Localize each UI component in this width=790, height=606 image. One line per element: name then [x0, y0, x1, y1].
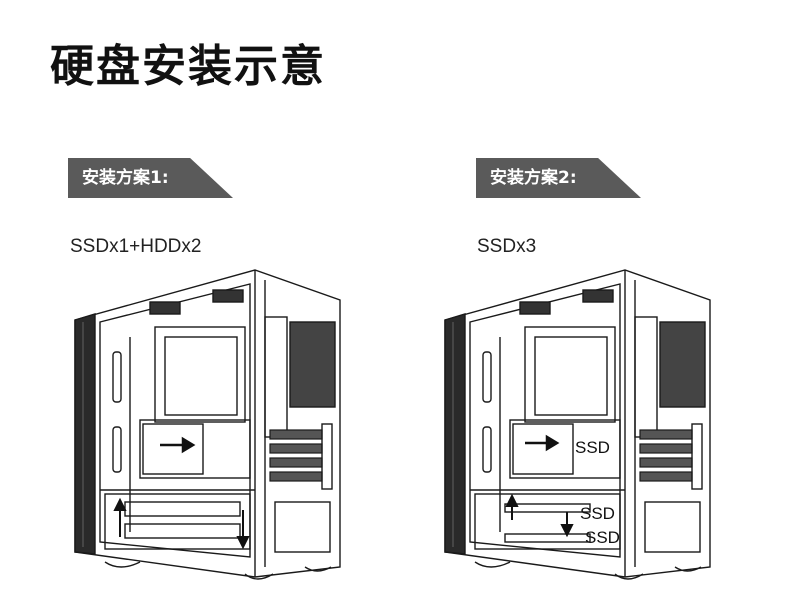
arrow-down-icon — [236, 510, 250, 550]
plan-2-config: SSDx3 — [477, 236, 537, 257]
ssd-label-1: SSD — [575, 438, 610, 457]
arrow-up-icon — [505, 493, 519, 520]
arrow-up-icon — [113, 497, 127, 537]
arrow-right-icon — [160, 436, 196, 454]
case-diagram-plan-1 — [65, 262, 365, 592]
arrow-right-icon — [525, 434, 560, 452]
ssd-label-3: SSD — [585, 528, 620, 547]
plan-1-config: SSDx1+HDDx2 — [70, 236, 202, 257]
plan-2-tag: 安装方案2: — [476, 158, 641, 198]
plan-1-tag: 安装方案1: — [68, 158, 233, 198]
page-title: 硬盘安装示意 — [50, 41, 326, 92]
ssd-label-2: SSD — [580, 504, 615, 523]
case-diagram-plan-2: SSD SSD SSD — [435, 262, 735, 592]
arrow-down-icon — [560, 512, 574, 538]
